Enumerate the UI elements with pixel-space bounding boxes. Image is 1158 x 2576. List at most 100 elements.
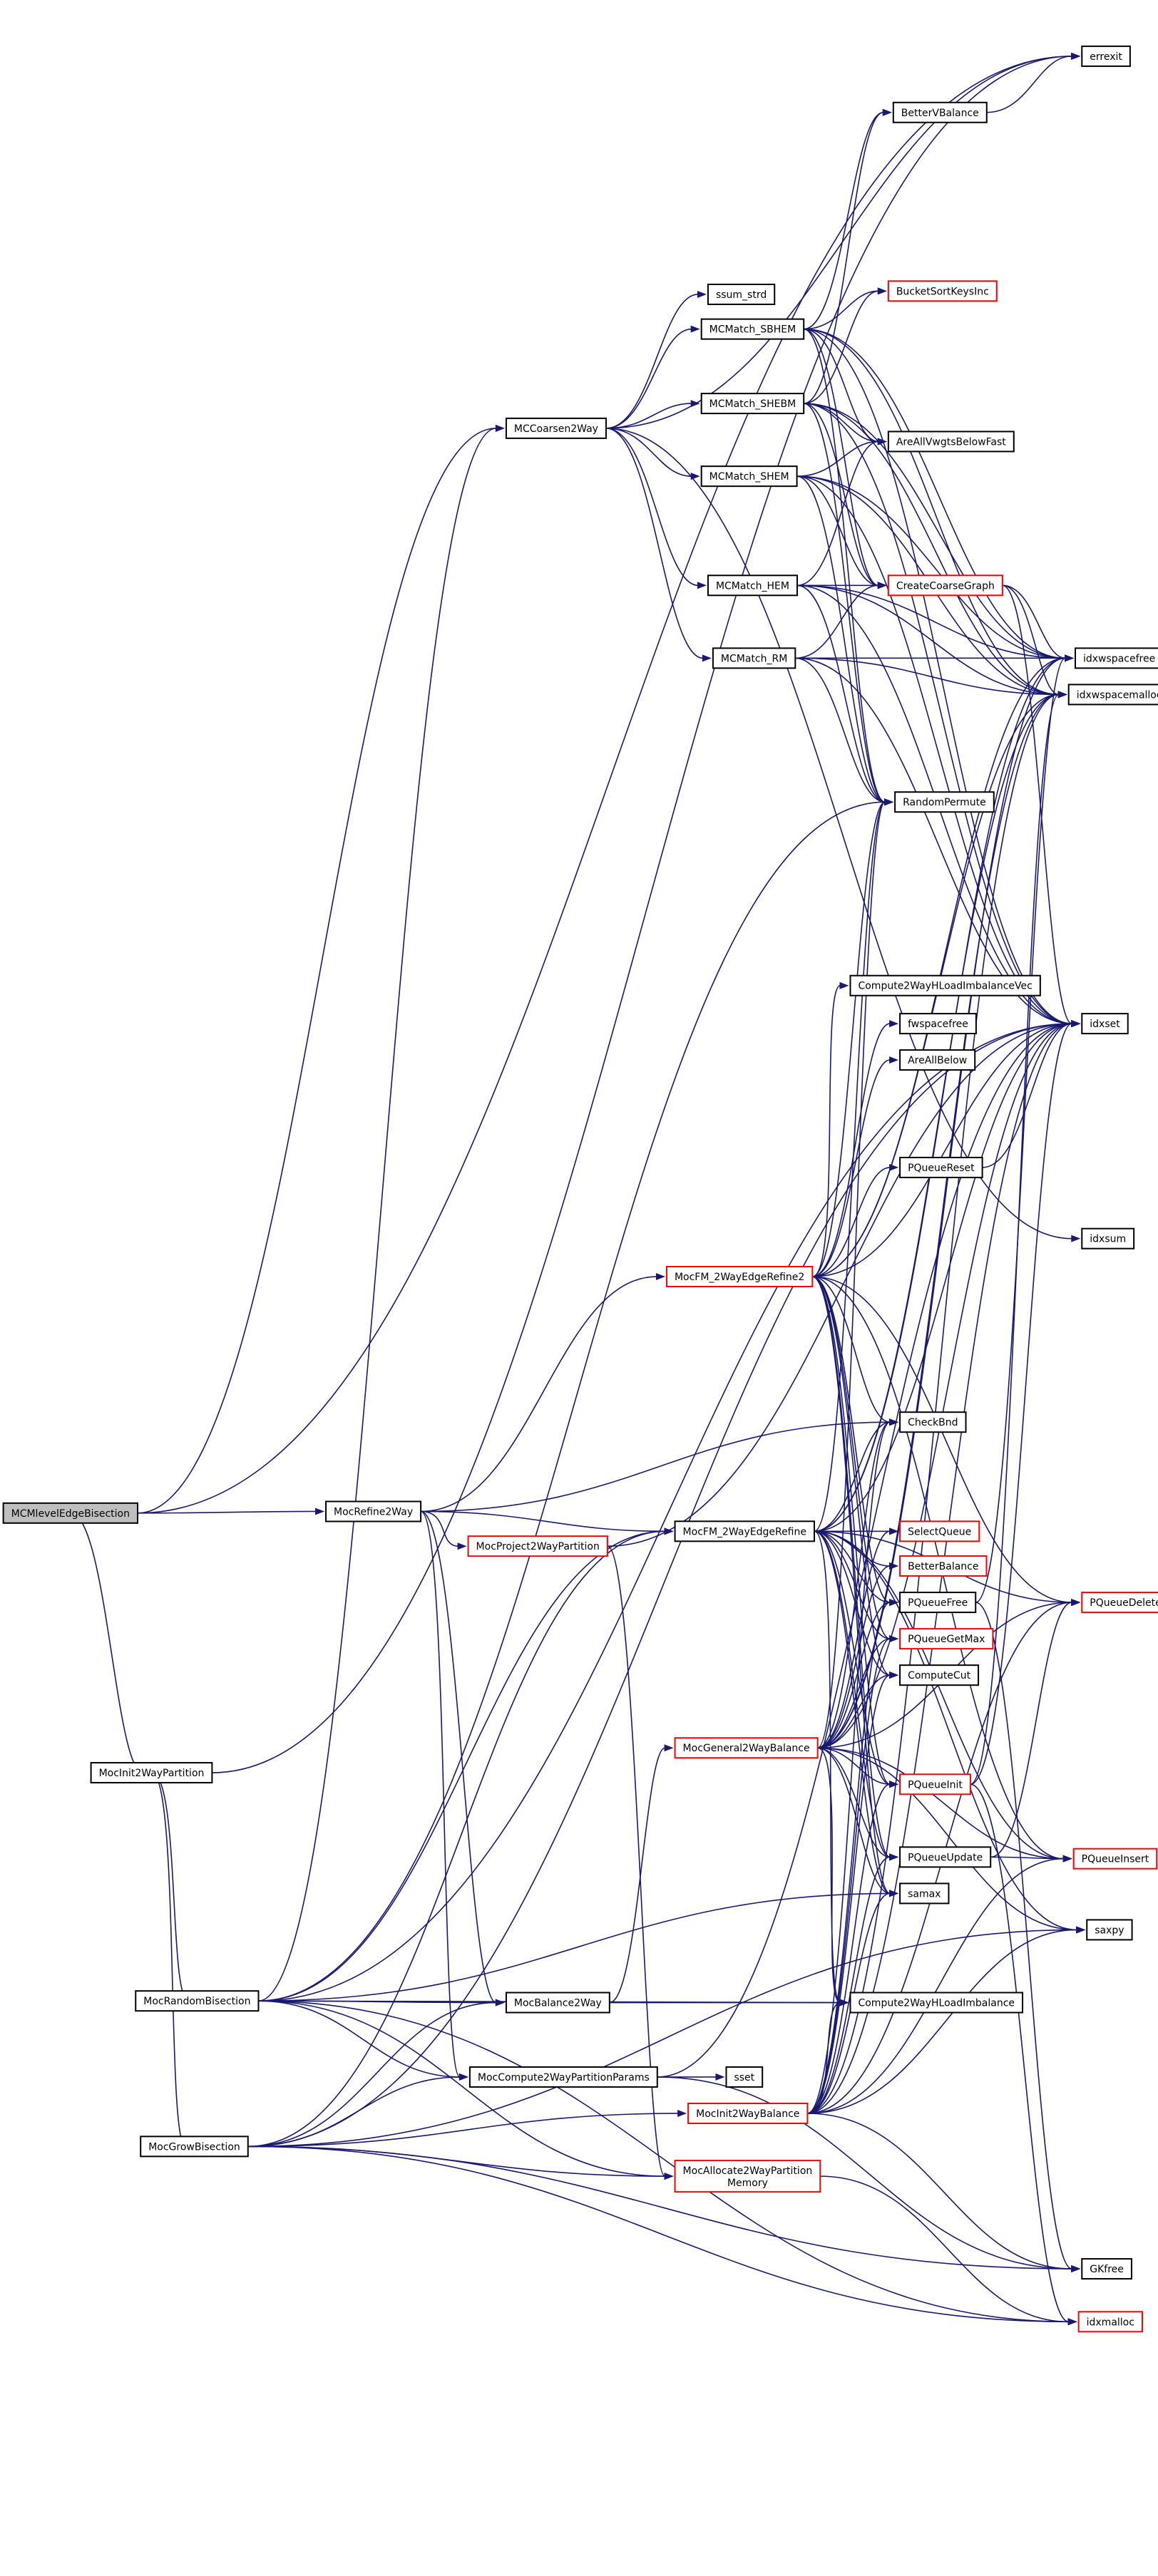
edge-MocInit2WayPartition-to-errexit [212,56,1072,1773]
arrowhead-icon [877,287,887,295]
graph-node-idxset[interactable]: idxset [1081,1013,1129,1035]
edge-MocProject2WayPartition-to-MocAllocate2WayPartitionMemory [607,1545,666,2177]
graph-node-pqueuereset[interactable]: PQueueReset [899,1156,983,1178]
graph-node-bucketsortkeysinc[interactable]: BucketSortKeysInc [887,280,998,302]
graph-node-idxmalloc[interactable]: idxmalloc [1077,2311,1143,2333]
graph-node-checkbnd[interactable]: CheckBnd [899,1411,967,1433]
graph-node-mocproject2waypartition[interactable]: MocProject2WayPartition [467,1535,608,1557]
graph-node-mocfm-2wayedgerefine2[interactable]: MocFM_2WayEdgeRefine2 [665,1266,814,1288]
graph-node-sset[interactable]: sset [725,2066,764,2088]
edge-MocFM_2WayEdgeRefine-to-PQueueUpdate [814,1530,891,1858]
arrowhead-icon [839,982,849,989]
arrowhead-icon [690,473,700,480]
graph-node-ssum-strd[interactable]: ssum_strd [707,283,776,305]
graph-node-mcmatch-shebm[interactable]: MCMatch_SHEBM [700,393,805,415]
node-label: fwspacefree [908,1019,968,1030]
graph-node-idxwspacefree[interactable]: idxwspacefree [1075,647,1158,669]
graph-node-idxwspacemalloc[interactable]: idxwspacemalloc [1067,684,1158,706]
graph-node-bettervbalance[interactable]: BetterVBalance [892,101,988,123]
node-box [1072,1848,1158,1870]
graph-node-moccompute2waypartitionparams[interactable]: MocCompute2WayPartitionParams [468,2066,658,2088]
edge-MocInit2WayBalance-to-PQueueGetMax [807,1638,891,2114]
edge-MocFM_2WayEdgeRefine2-to-AreAllBelow [812,1059,891,1277]
graph-node-mcmatch-rm[interactable]: MCMatch_RM [712,647,796,669]
node-box [887,280,998,302]
edge-MocGeneral2WayBalance-to-SelectQueue [817,1530,891,1749]
arrowhead-icon [690,400,700,408]
edge-MocGeneral2WayBalance-to-PQueueInit [817,1747,891,1786]
graph-node-computecut[interactable]: ComputeCut [899,1664,980,1686]
graph-node-mcmatch-shem[interactable]: MCMatch_SHEM [700,465,798,488]
graph-node-mocbalance2way[interactable]: MocBalance2Way [505,1992,610,2014]
graph-node-samax[interactable]: samax [899,1882,950,1905]
edge-MocFM_2WayEdgeRefine-to-ComputeCut [814,1530,891,1676]
edge-PQueueReset-to-idxset [982,1023,1072,1168]
graph-node-pqueueinit[interactable]: PQueueInit [899,1773,971,1796]
graph-node-idxsum[interactable]: idxsum [1081,1227,1135,1250]
graph-node-mocfm-2wayedgerefine[interactable]: MocFM_2WayEdgeRefine [674,1520,816,1542]
arrowhead-icon [702,654,712,662]
edge-MocGeneral2WayBalance-to-saxpy [817,1747,1077,1931]
edge-MocGeneral2WayBalance-to-RandomPermute [817,801,886,1749]
graph-node-mocinit2waybalance[interactable]: MocInit2WayBalance [687,2102,809,2124]
node-box [700,465,798,488]
edge-MocGeneral2WayBalance-to-BetterBalance [817,1565,891,1749]
edge-MCMatch_SBHEM-to-RandomPermute [804,328,886,803]
edge-MocGeneral2WayBalance-to-PQueueInsert [817,1747,1064,1860]
edge-PQueueFree-to-idxwspacefree [975,657,1066,1603]
node-box [899,1882,950,1905]
graph-node-pqueueinsert[interactable]: PQueueInsert [1072,1848,1158,1870]
graph-node-compute2wayhloadimbalancevec[interactable]: Compute2WayHLoadImbalanceVec [849,974,1041,996]
node-box [899,1555,988,1577]
edge-MocGrowBisection-to-saxpy [247,1929,1077,2148]
node-box [687,2102,809,2124]
node-box [140,2135,249,2158]
edge-MocFM_2WayEdgeRefine-to-saxpy [814,1530,1077,1931]
graph-node-createcoarsegraph[interactable]: CreateCoarseGraph [887,575,1003,597]
node-label: MCMatch_SHEBM [709,398,796,410]
edge-MocGrowBisection-to-idxset [247,1023,1072,2148]
graph-node-saxpy[interactable]: saxpy [1086,1919,1133,1941]
node-label: MCCoarsen2Way [514,423,598,435]
node-box [700,393,805,415]
arrowhead-icon [1076,1926,1086,1934]
graph-node-errexit[interactable]: errexit [1081,45,1131,67]
graph-node-mocrefine2way[interactable]: MocRefine2Way [325,1500,422,1523]
node-label: idxwspacefree [1083,653,1155,664]
graph-node-mcmatch-hem[interactable]: MCMatch_HEM [707,575,798,597]
arrowhead-icon [664,1527,674,1535]
graph-node-pqueuegetmax[interactable]: PQueueGetMax [899,1628,994,1650]
graph-node-mocinit2waypartition[interactable]: MocInit2WayPartition [90,1762,213,1784]
graph-node-selectqueue[interactable]: SelectQueue [899,1520,980,1542]
arrowhead-icon [889,1527,899,1535]
graph-node-fwspacefree[interactable]: fwspacefree [899,1013,977,1035]
node-label: sset [734,2072,754,2083]
node-box [899,1664,980,1686]
graph-node-randompermute[interactable]: RandomPermute [894,791,995,813]
arrowhead-icon [889,1781,899,1788]
arrowhead-icon [715,2073,725,2081]
edge-MocFM_2WayEdgeRefine-to-PQueueFree [814,1530,891,1603]
node-box [674,1737,819,1759]
graph-node-mocgrowbisection[interactable]: MocGrowBisection [140,2135,249,2158]
graph-node-areallvwgtsbelowfast[interactable]: AreAllVwgtsBelowFast [887,431,1015,453]
node-label: MocProject2WayPartition [476,1541,600,1552]
graph-node-mocrandombisection[interactable]: MocRandomBisection [135,1990,260,2012]
graph-node-pqueueupdate[interactable]: PQueueUpdate [899,1846,992,1868]
edge-MocGrowBisection-to-GKfree [247,2145,1072,2270]
graph-node-pqueuefree[interactable]: PQueueFree [899,1592,977,1614]
node-box [325,1500,422,1523]
edge-MCCoarsen2Way-to-MCMatch_SBHEM [605,328,692,429]
graph-node-mocgeneral2waybalance[interactable]: MocGeneral2WayBalance [674,1737,819,1759]
arrowhead-icon [495,1999,505,2006]
graph-node-compute2wayhloadimbalance[interactable]: Compute2WayHLoadImbalance [849,1992,1024,2014]
graph-node-areallbelow[interactable]: AreAllBelow [899,1049,976,1071]
graph-node-mcmatch-sbhem[interactable]: MCMatch_SBHEM [700,318,805,340]
edge-MocRandomBisection-to-samax [258,1892,891,2001]
graph-node-betterbalance[interactable]: BetterBalance [899,1555,988,1577]
graph-node-pqueuedelete[interactable]: PQueueDelete [1081,1592,1158,1614]
graph-node-mccoarsen2way[interactable]: MCCoarsen2Way [505,417,607,439]
graph-node-gkfree[interactable]: GKfree [1081,2258,1132,2280]
graph-node-mcmleveledgebisection[interactable]: MCMlevelEdgeBisection [2,1502,139,1524]
